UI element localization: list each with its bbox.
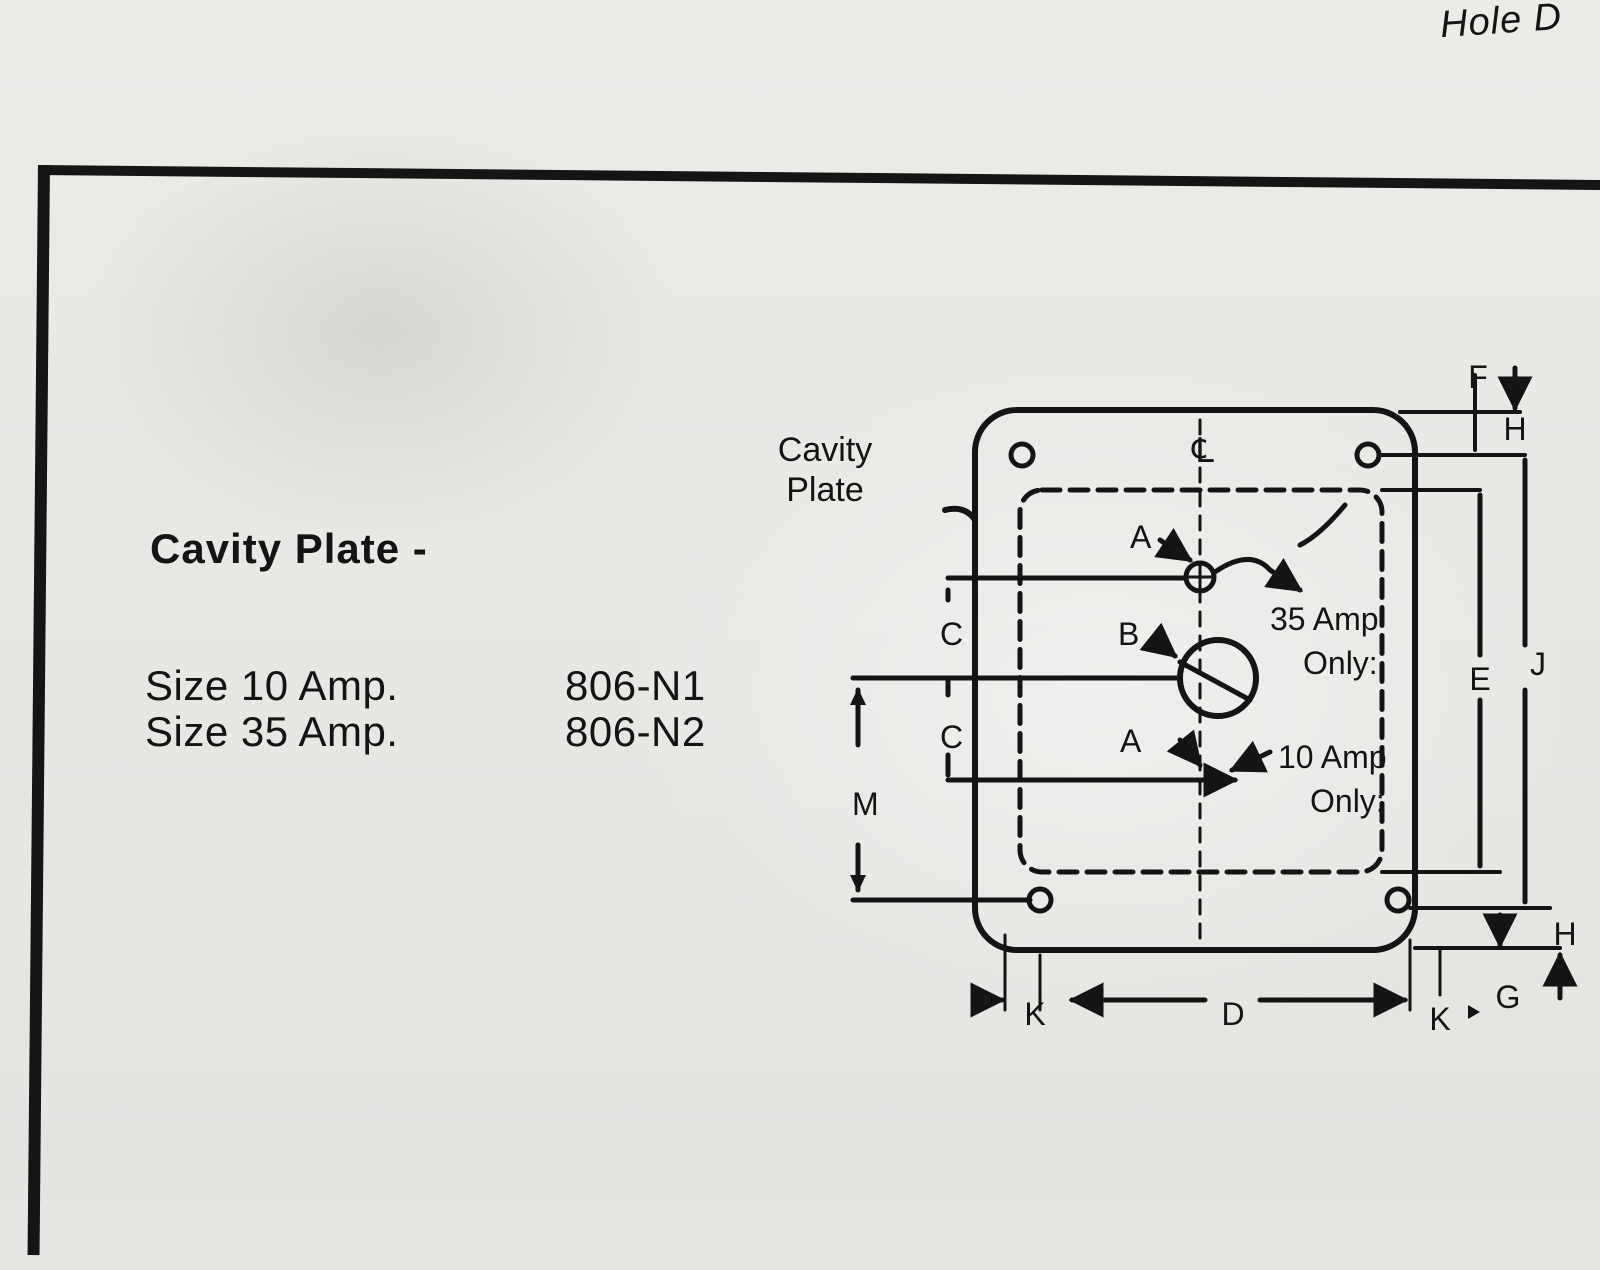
note-35-leader	[1212, 557, 1303, 593]
label-e: E	[1469, 661, 1490, 697]
part-number: 806-N2	[565, 708, 706, 755]
label-d: D	[1221, 996, 1244, 1032]
mounting-hole	[1008, 441, 1036, 469]
size-label: Size 10 Amp.	[145, 662, 399, 709]
label-j: J	[1530, 646, 1546, 682]
label-k-left: K	[1024, 996, 1045, 1032]
cavity-outline	[1017, 487, 1385, 875]
note-35-amp-line-2: Only:	[1303, 645, 1378, 681]
note-10-leader	[1228, 740, 1273, 773]
size-row-35-amp: Size 35 Amp. 806-N2	[145, 708, 705, 756]
centerline-symbol: ℄	[1191, 432, 1214, 470]
size-row-10-amp: Size 10 Amp. 806-N1	[145, 662, 705, 710]
cavity-plate-callout: Cavity Plate	[770, 430, 880, 510]
note-35-amp-line-1: 35 Amp	[1270, 601, 1379, 637]
mounting-hole	[1354, 441, 1382, 469]
cavity-plate-drawing: ℄ A B A C C M E J F H H G D K K 35 Amp O…	[850, 359, 1578, 1037]
label-m: M	[852, 786, 879, 822]
label-c-upper: C	[940, 616, 963, 652]
mounting-hole	[1384, 886, 1412, 914]
hole-b	[1177, 637, 1259, 719]
size-label: Size 35 Amp.	[145, 708, 399, 755]
label-b: B	[1118, 616, 1139, 652]
label-g: G	[1496, 979, 1521, 1015]
label-h-lower: H	[1553, 916, 1576, 952]
label-c-lower: C	[940, 719, 963, 755]
label-k-right: K	[1429, 1001, 1450, 1037]
callout-line-2: Plate	[786, 471, 864, 509]
label-f: F	[1468, 359, 1488, 395]
label-h-upper: H	[1503, 411, 1526, 447]
callout-line-1: Cavity	[777, 431, 873, 469]
callout-leader	[942, 505, 978, 523]
section-title: Cavity Plate -	[150, 525, 428, 572]
label-a-upper: A	[1130, 519, 1152, 555]
note-10-amp-line-1: 10 Amp	[1278, 739, 1387, 775]
note-10-amp-line-2: Only:	[1310, 783, 1385, 819]
label-a-lower: A	[1120, 723, 1142, 759]
part-number: 806-N1	[565, 662, 706, 709]
